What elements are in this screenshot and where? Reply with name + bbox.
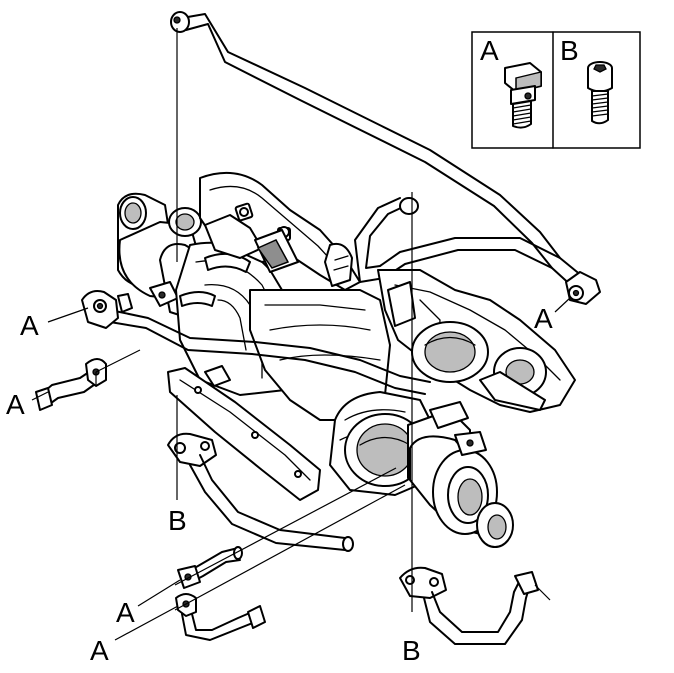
center-exhaust-assembly <box>249 269 576 421</box>
heat-shield-strip <box>167 365 321 501</box>
callout-labels: A A A B A A B <box>6 303 553 666</box>
legend-label-a: A <box>480 35 499 66</box>
callout-b-center: B <box>168 505 187 536</box>
callout-a-bottom-upper: A <box>116 597 135 628</box>
callout-a-left-upper: A <box>20 310 39 341</box>
socket-head-screw-icon <box>587 61 613 125</box>
upper-oil-feed-pipe <box>170 11 601 305</box>
middle-oil-pipe <box>81 290 431 395</box>
callout-a-right: A <box>534 303 553 334</box>
callout-a-bottom-lower: A <box>90 635 109 666</box>
legend-label-b: B <box>560 35 579 66</box>
bolt-legend: A B <box>471 31 641 149</box>
turbocharger-right <box>329 391 514 548</box>
exhaust-manifold <box>199 171 361 291</box>
right-oil-return-pipe <box>399 566 551 645</box>
leader-lines <box>31 28 571 641</box>
callout-a-left-lower: A <box>6 389 25 420</box>
callout-b-bottom-right: B <box>402 635 421 666</box>
left-oil-return-pipe <box>167 432 354 552</box>
banjo-bolt-icon <box>504 62 542 129</box>
left-small-oil-hose <box>35 358 107 411</box>
